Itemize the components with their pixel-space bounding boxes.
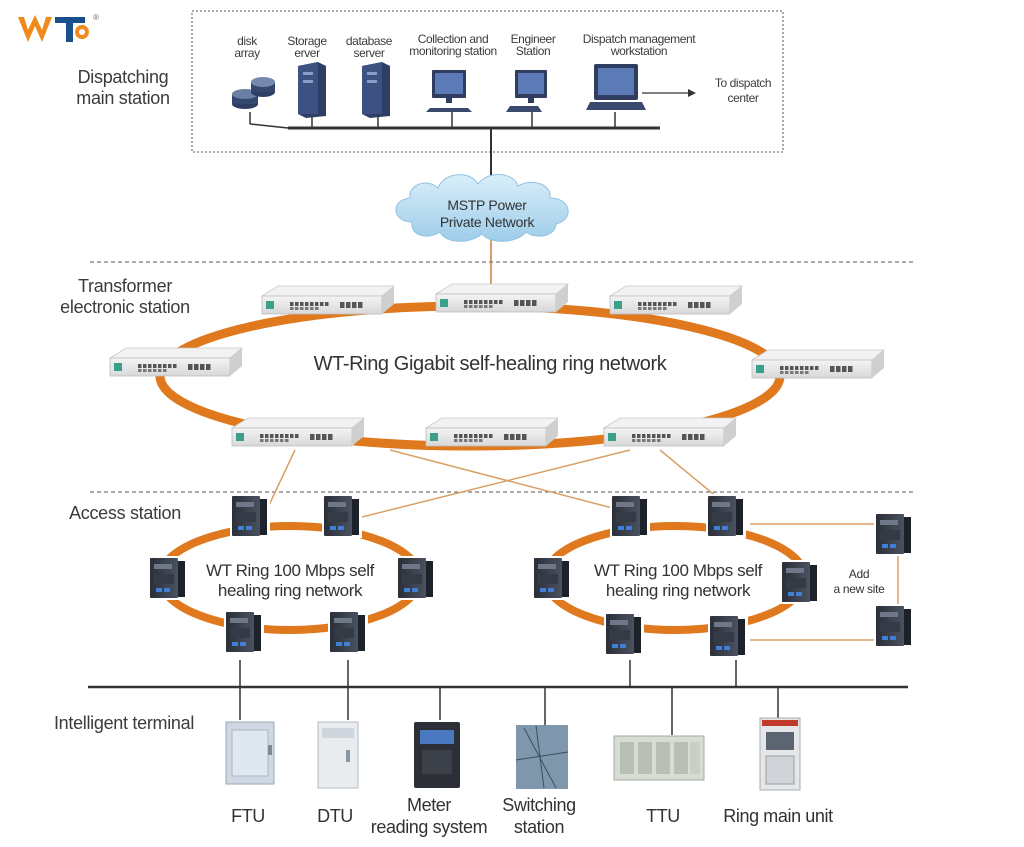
dispatch-center-line: To dispatch	[714, 76, 772, 90]
device-label-disk-array: disk array	[222, 35, 272, 59]
access-ring-label-line: healing ring network	[217, 581, 363, 600]
access-switch-icon	[706, 494, 746, 538]
terminal-label-line: Switching	[502, 795, 576, 815]
terminal-label-line: Meter	[406, 795, 451, 815]
dispatch-workstation-icon	[586, 64, 646, 110]
disk-array-icon	[232, 77, 275, 109]
new-site-links	[750, 523, 899, 641]
device-label-line: monitoring station	[409, 44, 497, 58]
gigabit-switch-icon	[750, 349, 886, 379]
section-label-line: main station	[76, 88, 170, 108]
access-switch-icon	[148, 556, 188, 600]
logo-w-mark	[18, 15, 52, 42]
device-label-line: database	[345, 34, 393, 48]
terminal-label-line: reading system	[370, 817, 488, 837]
device-label-line: server	[353, 46, 385, 60]
logo-t-mark	[55, 17, 85, 42]
section-label-access: Access station	[69, 503, 181, 523]
section-label-terminal: Intelligent terminal	[53, 713, 195, 733]
device-label-line: Collection and	[417, 32, 489, 46]
terminal-label-dtu: DTU	[317, 806, 353, 826]
engineer-station-icon	[506, 70, 547, 112]
cloud-label: MSTP Power Private Network	[412, 197, 562, 231]
device-label-line: Station	[515, 44, 551, 58]
access-ring-left-label: WT Ring 100 Mbps self healing ring netwo…	[190, 561, 390, 601]
access-switch-icon	[874, 604, 914, 648]
dtu-icon	[317, 721, 359, 789]
device-label-engineer-station: Engineer Station	[502, 33, 564, 57]
access-switch-icon	[874, 512, 914, 556]
section-label-line: Dispatching	[77, 67, 169, 87]
terminal-label-ftu: FTU	[231, 806, 265, 826]
access-switch-icon	[328, 610, 368, 654]
gigabit-switch-icon	[424, 417, 560, 447]
new-site-label: Add a new site	[822, 567, 896, 597]
gigabit-switch-icon	[434, 283, 570, 313]
terminal-label-ttu: TTU	[646, 806, 680, 826]
access-switch-icon	[224, 610, 264, 654]
ttu-icon	[613, 735, 705, 781]
mstp-cloud-icon	[395, 174, 569, 242]
access-switch-icon	[604, 612, 644, 656]
database-server-icon	[362, 62, 390, 118]
section-label-line: Transformer	[77, 276, 173, 296]
registered-mark: ®	[93, 13, 99, 22]
gigabit-switch-icon	[602, 417, 738, 447]
cloud-label-line: MSTP Power	[447, 197, 527, 213]
new-site-line: a new site	[833, 582, 885, 596]
access-switch-icon	[610, 494, 650, 538]
device-label-line: erver	[294, 46, 320, 60]
switching-station-icon	[515, 725, 569, 789]
access-ring-label-line: WT Ring 100 Mbps self	[594, 561, 762, 580]
device-label-monitoring-station: Collection and monitoring station	[396, 33, 510, 57]
gigabit-switch-icon	[230, 417, 366, 447]
access-switch-icon	[396, 556, 436, 600]
terminal-label-ring-main-unit: Ring main unit	[723, 806, 833, 826]
meter-reading-system-icon	[414, 722, 460, 788]
cloud-label-line: Private Network	[439, 214, 535, 230]
device-label-dispatch-workstation: Dispatch management workstation	[567, 33, 711, 57]
access-ring-label-line: healing ring network	[605, 581, 751, 600]
gigabit-ring-title: WT-Ring Gigabit self-healing ring networ…	[313, 353, 667, 375]
ftu-icon	[225, 721, 275, 785]
terminal-label-line: station	[513, 817, 565, 837]
device-label-database-server: database server	[338, 35, 400, 59]
monitoring-station-icon	[426, 70, 472, 112]
storage-server-icon	[298, 62, 326, 118]
access-switch-icon	[322, 494, 362, 538]
terminal-label-switching: Switching station	[490, 794, 588, 838]
access-switch-icon	[230, 494, 270, 538]
device-label-line: disk	[237, 34, 257, 48]
access-ring-right-label: WT Ring 100 Mbps self healing ring netwo…	[578, 561, 778, 601]
section-label-dispatching: Dispatching main station	[58, 67, 188, 109]
ring-main-unit-icon	[759, 717, 801, 791]
device-label-line: array	[234, 46, 260, 60]
gigabit-switch-icon	[108, 347, 244, 377]
main-station-drops	[249, 112, 616, 129]
dispatch-center-line: center	[727, 91, 759, 105]
gigabit-switch-icon	[260, 285, 396, 315]
device-label-storage-server: Storage erver	[280, 35, 334, 59]
access-ring-label-line: WT Ring 100 Mbps self	[206, 561, 374, 580]
terminal-drops	[239, 660, 779, 735]
access-switch-icon	[708, 614, 748, 658]
device-label-line: Dispatch management	[582, 32, 696, 46]
terminal-label-meter: Meter reading system	[362, 794, 496, 838]
section-label-line: electronic station	[60, 297, 190, 317]
access-switch-icon	[532, 556, 572, 600]
dispatch-center-label: To dispatch center	[700, 76, 786, 106]
gigabit-switch-icon	[608, 285, 744, 315]
access-switch-icon	[780, 560, 820, 604]
dispatch-arrow-head	[688, 89, 696, 97]
dispatching-box	[191, 10, 784, 153]
new-site-line: Add	[848, 567, 870, 581]
section-label-transformer: Transformer electronic station	[40, 276, 210, 318]
device-label-line: Storage	[287, 34, 327, 48]
device-label-line: workstation	[610, 44, 668, 58]
device-label-line: Engineer	[510, 32, 556, 46]
logo: ®	[18, 13, 99, 42]
